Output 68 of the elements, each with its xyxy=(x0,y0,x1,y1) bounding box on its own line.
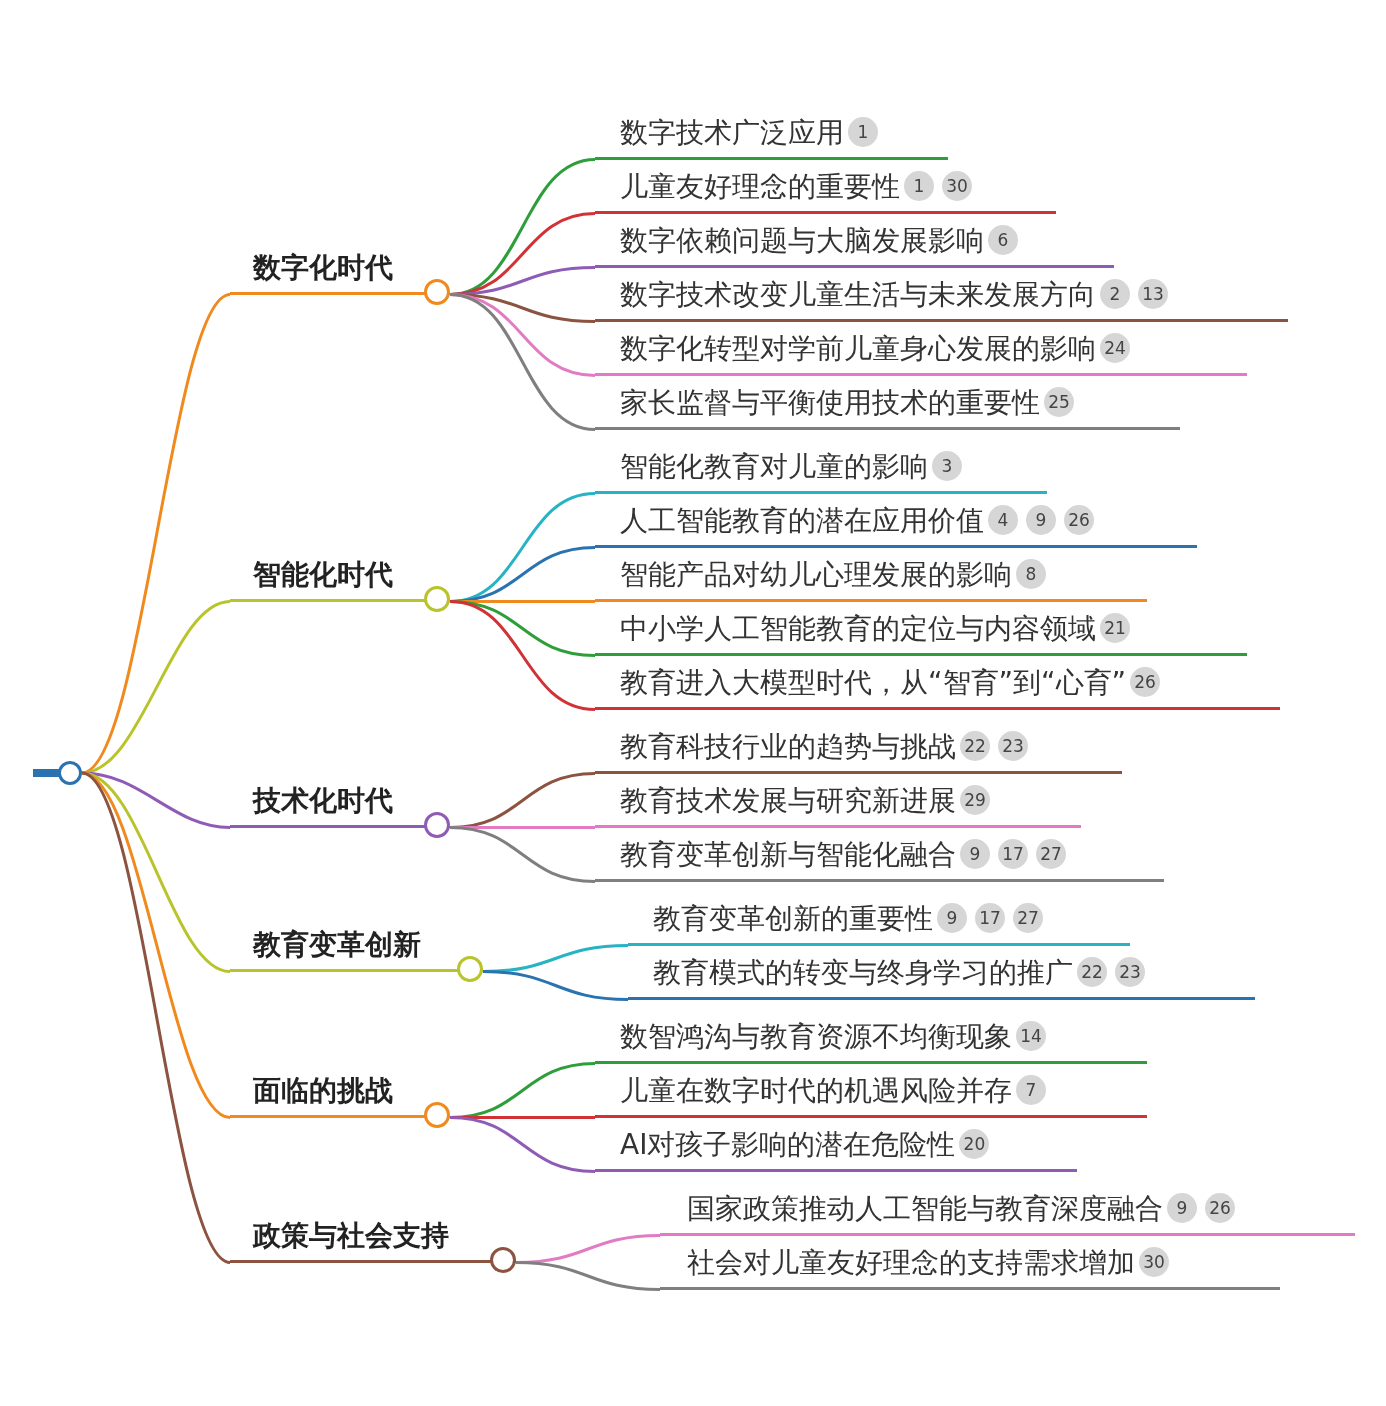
branch-line xyxy=(482,970,629,1001)
branch-line xyxy=(81,600,231,775)
citation-badge: 9 xyxy=(960,838,990,869)
citation-badge: 26 xyxy=(1205,1192,1235,1223)
subtopic-label: 智能化教育对儿童的影响 xyxy=(620,448,928,485)
citation-badge: 29 xyxy=(960,784,990,815)
citation-badge: 17 xyxy=(975,902,1005,933)
citation-badge: 6 xyxy=(988,224,1018,255)
citation-badge: 4 xyxy=(988,504,1018,535)
citation-badge: 13 xyxy=(1138,278,1168,309)
subtopic-label: 国家政策推动人工智能与教育深度融合 xyxy=(687,1190,1163,1227)
citation-badge: 30 xyxy=(942,170,972,201)
citation-badge: 26 xyxy=(1130,666,1161,697)
subtopic-label: 教育模式的转变与终身学习的推广 xyxy=(653,954,1073,991)
branch-line xyxy=(449,600,596,711)
subtopic-label: 儿童友好理念的重要性 xyxy=(620,168,900,205)
subtopic-label: 教育变革创新的重要性 xyxy=(653,900,933,937)
subtopic-label: 数字技术改变儿童生活与未来发展方向 xyxy=(620,276,1096,313)
root-circle xyxy=(58,761,82,785)
citation-badge: 22 xyxy=(960,730,990,761)
topic-label: 教育变革创新 xyxy=(253,926,421,963)
subtopic-label: 数字技术广泛应用 xyxy=(620,114,844,151)
topic-label: 数字化时代 xyxy=(253,249,393,286)
citation-badge: 21 xyxy=(1100,612,1130,643)
branch-line xyxy=(449,826,596,883)
citation-badge: 3 xyxy=(932,450,962,481)
subtopic-label: 教育技术发展与研究新进展 xyxy=(620,782,956,819)
subtopic-label: 教育进入大模型时代，从“智育”到“心育” xyxy=(620,664,1127,701)
topic-label: 政策与社会支持 xyxy=(253,1217,449,1254)
subtopic-label: 社会对儿童友好理念的支持需求增加 xyxy=(687,1244,1135,1281)
citation-badge: 23 xyxy=(1115,956,1145,987)
citation-badge: 14 xyxy=(1016,1020,1046,1051)
topic-label: 智能化时代 xyxy=(253,556,393,593)
branch-line xyxy=(449,293,596,431)
citation-badge: 30 xyxy=(1139,1246,1169,1277)
citation-badge: 9 xyxy=(937,902,967,933)
citation-badge: 22 xyxy=(1077,956,1107,987)
subtopic-label: 数字依赖问题与大脑发展影响 xyxy=(620,222,984,259)
citation-badge: 25 xyxy=(1044,386,1074,417)
subtopic-label: 数字化转型对学前儿童身心发展的影响 xyxy=(620,330,1096,367)
subtopic-label: 人工智能教育的潜在应用价值 xyxy=(620,502,984,539)
citation-badge: 7 xyxy=(1016,1074,1046,1105)
citation-badge: 23 xyxy=(998,730,1028,761)
citation-badge: 8 xyxy=(1016,558,1046,589)
subtopic-label: 教育变革创新与智能化融合 xyxy=(620,836,956,873)
citation-badge: 27 xyxy=(1013,902,1043,933)
citation-badge: 27 xyxy=(1036,838,1066,869)
subtopic-label: 儿童在数字时代的机遇风险并存 xyxy=(620,1072,1012,1109)
citation-badge: 9 xyxy=(1167,1192,1197,1223)
citation-badge: 1 xyxy=(848,116,878,147)
citation-badge: 2 xyxy=(1100,278,1130,309)
subtopic-label: 教育科技行业的趋势与挑战 xyxy=(620,728,956,765)
citation-badge: 1 xyxy=(904,170,934,201)
subtopic-label: 智能产品对幼儿心理发展的影响 xyxy=(620,556,1012,593)
topic-label: 技术化时代 xyxy=(253,782,393,819)
branch-line xyxy=(515,1261,661,1291)
topic-label: 面临的挑战 xyxy=(253,1072,393,1109)
branch-line xyxy=(81,771,231,1264)
subtopic-label: 数智鸿沟与教育资源不均衡现象 xyxy=(620,1018,1012,1055)
subtopic-label: 家长监督与平衡使用技术的重要性 xyxy=(620,384,1040,421)
subtopic-label: AI对孩子影响的潜在危险性 xyxy=(620,1126,956,1163)
citation-badge: 17 xyxy=(998,838,1028,869)
citation-badge: 26 xyxy=(1064,504,1094,535)
citation-badge: 20 xyxy=(959,1128,990,1159)
citation-badge: 9 xyxy=(1026,504,1056,535)
subtopic-label: 中小学人工智能教育的定位与内容领域 xyxy=(620,610,1096,647)
citation-badge: 24 xyxy=(1100,332,1130,363)
branch-line xyxy=(449,1116,596,1173)
